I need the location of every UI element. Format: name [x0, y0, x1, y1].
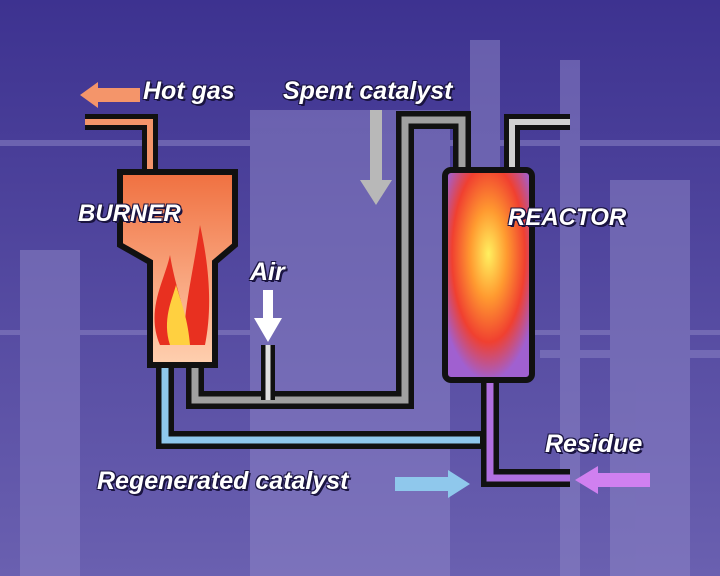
- hot-gas-label: Hot gas: [143, 77, 235, 105]
- burner-label: BURNER: [78, 200, 181, 227]
- reactor-label: REACTOR: [508, 204, 627, 231]
- residue-label: Residue: [545, 430, 643, 458]
- pipes: [85, 111, 570, 487]
- air-label: Air: [250, 258, 285, 286]
- flame-icon: [154, 225, 210, 345]
- air-arrow: [254, 290, 282, 342]
- hot-gas-arrow: [80, 82, 140, 108]
- residue-arrow: [575, 466, 650, 494]
- spent-catalyst-arrow: [360, 110, 392, 205]
- reactor-vessel: [442, 167, 535, 383]
- regenerated-catalyst-label: Regenerated catalyst: [97, 467, 349, 495]
- regenerated-catalyst-arrow: [395, 470, 470, 498]
- spent-catalyst-label: Spent catalyst: [283, 77, 453, 105]
- refinery-background: [0, 40, 720, 576]
